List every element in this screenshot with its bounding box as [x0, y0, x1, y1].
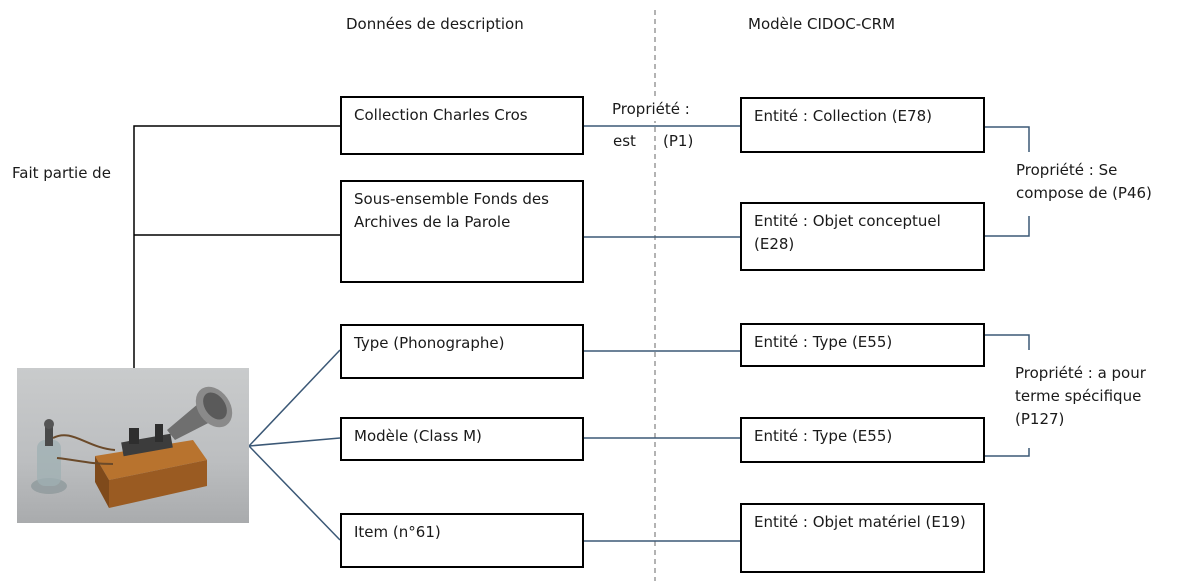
photo-to-modele-line: [248, 437, 341, 447]
terme-bracket-top: [985, 334, 1030, 350]
propriete-est-line1: Propriété :: [612, 98, 690, 121]
fait-partie-bracket: [133, 125, 340, 368]
fait-partie-label: Fait partie de: [12, 164, 111, 182]
box-entite-type-2: Entité : Type (E55): [740, 417, 985, 463]
box-sous-ensemble-fonds: Sous-ensemble Fonds des Archives de la P…: [340, 180, 584, 283]
box-entite-objet-conceptuel: Entité : Objet conceptuel (E28): [740, 202, 985, 271]
propriete-est-code: (P1): [663, 130, 694, 153]
propriete-est-line2: est: [613, 130, 636, 153]
propriete-terme-specifique: Propriété : a pour terme spécifique (P12…: [1015, 364, 1146, 428]
box-modele-class-m: Modèle (Class M): [340, 417, 584, 461]
compose-bracket-top: [985, 126, 1030, 152]
box-item-61: Item (n°61): [340, 513, 584, 568]
box-collection-charles-cros: Collection Charles Cros: [340, 96, 584, 155]
photo-to-type-line: [248, 349, 341, 447]
box-entite-collection: Entité : Collection (E78): [740, 97, 985, 153]
box-entite-objet-materiel: Entité : Objet matériel (E19): [740, 503, 985, 573]
compose-bracket-bottom: [985, 216, 1030, 237]
box-type-phonographe: Type (Phonographe): [340, 324, 584, 379]
photo-to-item-line: [248, 445, 341, 541]
terme-bracket-bottom: [985, 448, 1030, 457]
header-cidoc: Modèle CIDOC-CRM: [748, 15, 896, 33]
header-description: Données de description: [346, 15, 524, 33]
phonograph-photo: [17, 368, 249, 523]
propriete-compose-de: Propriété : Se compose de (P46): [1016, 161, 1152, 202]
box-entite-type-1: Entité : Type (E55): [740, 323, 985, 367]
